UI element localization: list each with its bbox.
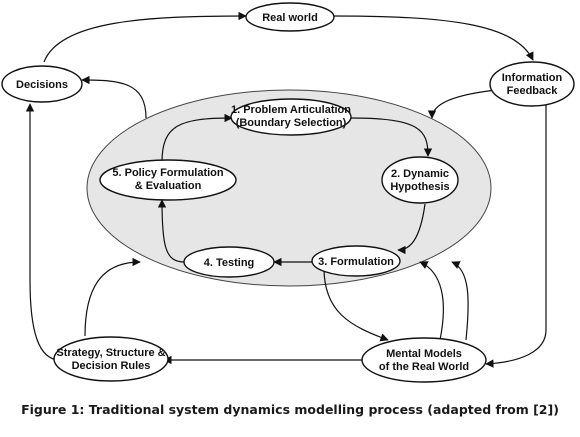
node-label: & Evaluation xyxy=(135,180,202,192)
node-label: of the Real World xyxy=(379,361,469,373)
node-label: Decisions xyxy=(16,79,68,91)
arrow-policy-to-problem xyxy=(161,113,233,163)
arrow-ellipse-to-decisions xyxy=(81,75,147,119)
node-strategy-structure: Strategy, Structure & Decision Rules xyxy=(53,336,169,382)
arrow-information-feedback-to-ellipse xyxy=(427,89,498,119)
arrow-information-feedback-to-mental-models xyxy=(485,100,547,368)
node-label: Feedback xyxy=(507,85,559,97)
node-information-feedback: Information Feedback xyxy=(489,61,575,107)
arrow-problem-to-hypothesis xyxy=(350,117,433,157)
figure-caption: Figure 1: Traditional system dynamics mo… xyxy=(21,402,559,417)
node-label: 3. Formulation xyxy=(318,256,394,268)
arrow-decisions-to-real-world xyxy=(43,11,247,63)
node-real-world: Real world xyxy=(245,2,335,32)
node-label: 2. Dynamic xyxy=(391,168,449,180)
node-label: (Boundary Selection) xyxy=(236,117,347,129)
arrow-formulation-to-mental-models xyxy=(323,267,389,342)
node-label: Real world xyxy=(262,12,318,24)
arrow-strategy-to-testing xyxy=(84,257,141,337)
node-policy-formulation: 5. Policy Formulation & Evaluation xyxy=(99,159,237,201)
node-label: Decision Rules xyxy=(72,360,151,372)
arrow-real-world-to-information-feedback xyxy=(331,15,534,61)
node-label: 4. Testing xyxy=(204,257,255,269)
modelling-process-region xyxy=(86,89,492,287)
node-dynamic-hypothesis: 2. Dynamic Hypothesis xyxy=(381,156,459,204)
node-label: 5. Policy Formulation xyxy=(112,167,224,179)
arrow-strategy-to-decisions xyxy=(25,103,61,361)
node-label: Mental Models xyxy=(386,348,462,360)
node-label: Strategy, Structure & xyxy=(56,347,165,359)
arrow-hypothesis-to-formulation xyxy=(397,203,426,255)
node-label: Hypothesis xyxy=(390,181,449,193)
arrow-testing-to-policy xyxy=(157,199,185,263)
arrow-mental-models-to-ellipse xyxy=(451,261,469,341)
arrow-mental-models-to-formulation xyxy=(419,261,444,341)
node-label: 1. Problem Articulation xyxy=(231,104,351,116)
node-problem-articulation: 1. Problem Articulation (Boundary Select… xyxy=(230,98,352,136)
node-label: Information xyxy=(502,72,563,84)
node-mental-models: Mental Models of the Real World xyxy=(361,337,487,383)
node-decisions: Decisions xyxy=(1,65,83,103)
node-formulation: 3. Formulation xyxy=(311,245,401,277)
node-testing: 4. Testing xyxy=(183,246,275,278)
